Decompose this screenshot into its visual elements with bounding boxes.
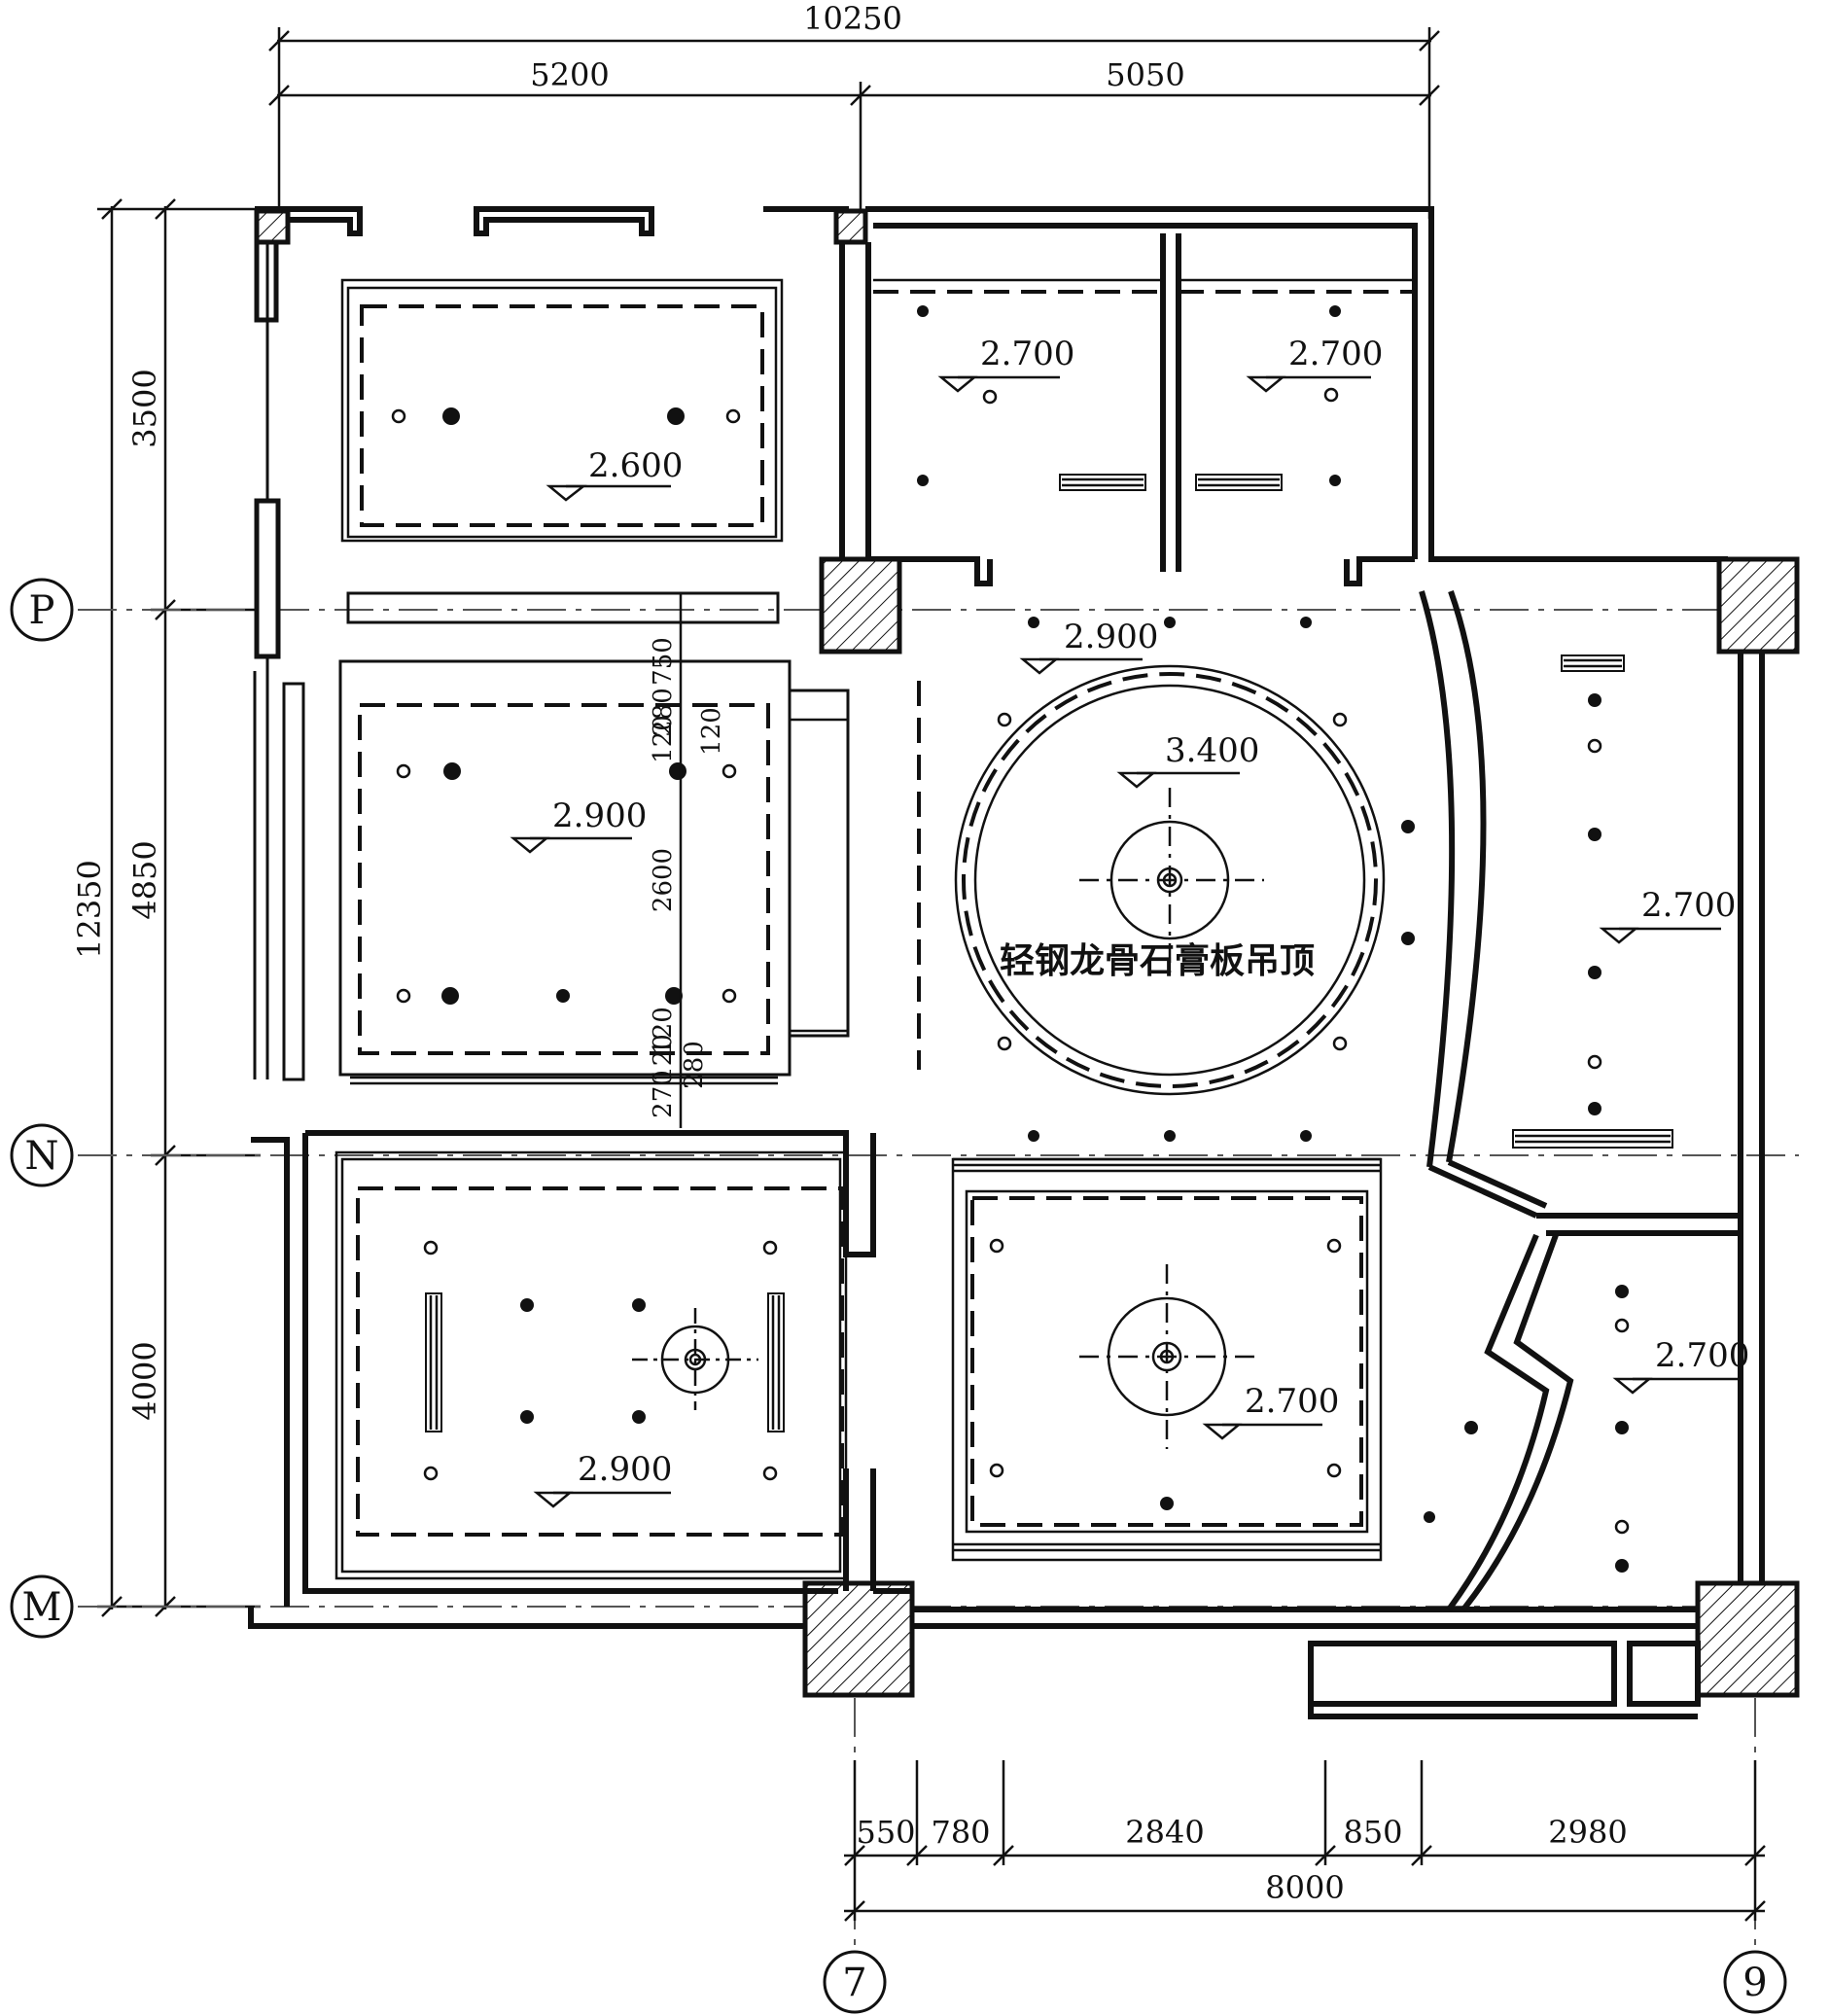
dim-overall-top: 10250 — [803, 0, 902, 37]
column-m9 — [1695, 1580, 1800, 1698]
dim-inner-120a: 120 — [649, 715, 678, 763]
axis-label-n: N — [25, 1134, 59, 1179]
dim-inner-750: 750 — [649, 637, 678, 686]
room-right-corridor: 2.700 — [1512, 654, 1736, 1149]
dim-bottom-seg2: 780 — [931, 1814, 990, 1851]
column-p9 — [1716, 556, 1800, 654]
axis-label-m: M — [22, 1585, 62, 1630]
axis-label-7: 7 — [842, 1961, 866, 2005]
dim-left-seg3: 4000 — [126, 1341, 163, 1420]
axis-bubble-7 — [823, 1950, 887, 2014]
level-top-right-room: 2.700 — [1288, 335, 1383, 373]
axis-bubble-n — [10, 1123, 74, 1187]
room-top-mid: 2.700 — [873, 278, 1163, 491]
room-hall: 2.900 3.400 轻钢龙骨石膏板吊顶 — [954, 617, 1415, 1142]
dim-inner-280a: 280 — [649, 688, 678, 736]
top-dimensions: 10250 5200 5050 — [268, 0, 1440, 219]
level-tl-room: 2.600 — [588, 446, 683, 485]
room-bottom-left: 2.900 — [334, 1150, 848, 1580]
level-hall-top: 2.900 — [1064, 618, 1158, 656]
room-top-left: 2.600 — [340, 278, 784, 543]
dim-bottom-seg3: 2840 — [1125, 1814, 1204, 1851]
dim-bottom-seg4: 850 — [1343, 1814, 1402, 1851]
level-right-corridor: 2.700 — [1641, 886, 1736, 925]
axis-label-9: 9 — [1742, 1961, 1767, 2005]
dim-left-seg2: 4850 — [126, 840, 163, 919]
level-top-mid-room: 2.700 — [980, 335, 1074, 373]
dim-inner-2600: 2600 — [649, 848, 678, 912]
dim-inner-120b: 120 — [697, 707, 726, 756]
dim-bottom-seg5: 2980 — [1548, 1814, 1627, 1851]
level-bottom-right-room: 2.700 — [1655, 1336, 1749, 1375]
level-mid-left-room: 2.900 — [552, 796, 647, 835]
dim-inner-120d: 120 — [649, 1034, 678, 1082]
level-hall-circle: 3.400 — [1165, 731, 1259, 770]
dim-bottom-seg1: 550 — [856, 1814, 915, 1851]
room-mid-left: 2.900 750 280 120 120 2600 120 120 270 2… — [282, 591, 792, 1128]
column-p7 — [819, 556, 902, 654]
column-m7 — [802, 1580, 915, 1698]
room-bottom-right: 2.700 — [1424, 1285, 1749, 1573]
dim-overall-left: 12350 — [71, 860, 108, 959]
room-top-right: 2.700 — [1179, 278, 1415, 491]
dim-top-right: 5050 — [1106, 56, 1184, 93]
dim-bottom-overall: 8000 — [1265, 1869, 1344, 1906]
dim-inner-120c: 120 — [649, 1007, 678, 1055]
dim-inner-270: 270 — [649, 1070, 678, 1118]
axis-bubble-p — [10, 578, 74, 642]
axis-bubble-9 — [1723, 1950, 1787, 2014]
corridor-left — [788, 681, 921, 1070]
dim-left-seg1: 3500 — [126, 369, 163, 447]
left-dimensions: 12350 3500 4850 4000 — [71, 198, 261, 1617]
walls — [248, 206, 1800, 1719]
dim-inner-280b: 280 — [680, 1041, 709, 1089]
level-bottom-left-room: 2.900 — [578, 1450, 672, 1489]
bottom-dimensions: 550 780 2840 850 2980 8000 — [844, 1760, 1766, 1922]
ceiling-material-note: 轻钢龙骨石膏板吊顶 — [1000, 941, 1315, 981]
axis-bubble-m — [10, 1574, 74, 1639]
axis-label-p: P — [29, 588, 55, 633]
dim-top-left: 5200 — [530, 56, 609, 93]
level-bottom-mid-room: 2.700 — [1245, 1382, 1339, 1421]
room-bottom-mid: 2.700 — [951, 1157, 1383, 1562]
